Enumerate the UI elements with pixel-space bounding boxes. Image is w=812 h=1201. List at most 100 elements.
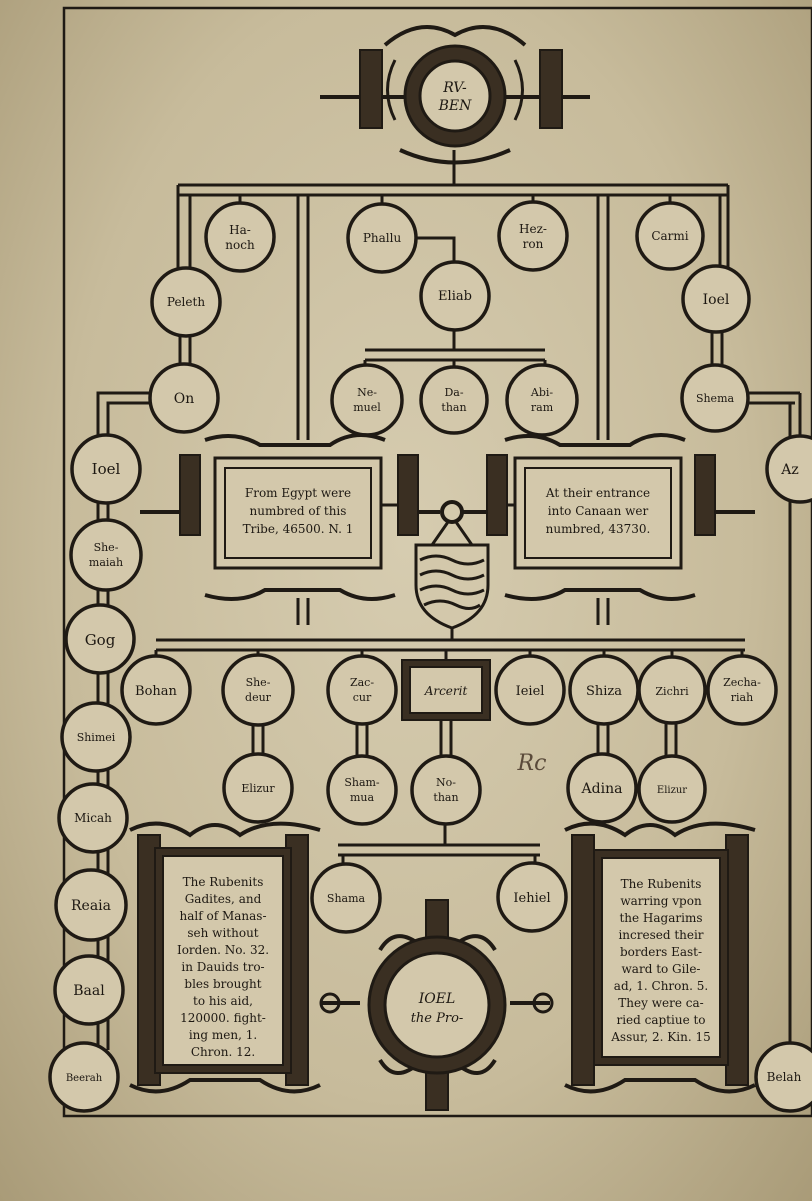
left-chain-label: Ioel bbox=[92, 460, 121, 478]
row3-label: Elizur bbox=[241, 782, 275, 795]
row2-label: cur bbox=[353, 691, 372, 704]
right-chain: Az Belah bbox=[754, 434, 812, 1113]
panel-left-line: in Dauids tro- bbox=[181, 960, 264, 974]
ruben-title-line1: RV- bbox=[442, 80, 467, 96]
panel-left-cartouche: The Rubenits Gadites, and half of Manas-… bbox=[129, 821, 321, 1094]
panel-left-line: 120000. fight- bbox=[180, 1011, 266, 1025]
row2-label: Bohan bbox=[135, 684, 178, 699]
panel-right-line: ward to Gile- bbox=[622, 962, 701, 976]
left-chain-item: Reaia bbox=[54, 868, 128, 942]
row2-label: riah bbox=[731, 691, 753, 704]
person-dathan-line1: Da- bbox=[444, 386, 463, 399]
left-chain-item: Micah bbox=[57, 782, 129, 854]
panel-right-line: ad, 1. Chron. 5. bbox=[614, 979, 708, 993]
son-hanoch-line2: noch bbox=[225, 238, 255, 252]
row2-item: Shiza bbox=[568, 654, 640, 726]
left-chain-item: Ioel bbox=[70, 433, 142, 505]
left-chain-label: Shimei bbox=[77, 731, 116, 744]
row3-label: mua bbox=[350, 791, 375, 804]
joel-prophet-line1: IOEL bbox=[418, 991, 456, 1007]
son-carmi-label: Carmi bbox=[651, 229, 688, 243]
left-chain-item: Baal bbox=[53, 954, 125, 1026]
panel-left-line: Chron. 12. bbox=[191, 1045, 255, 1059]
panel-left-line: Iorden. No. 32. bbox=[177, 943, 269, 957]
panel-left-line: seh without bbox=[187, 926, 258, 940]
person-dathan: Da- than bbox=[419, 365, 489, 435]
person-eliab: Eliab bbox=[419, 260, 491, 332]
person-dathan-line2: than bbox=[441, 401, 466, 414]
ruben-title-line2: BEN bbox=[438, 98, 473, 114]
panel-left-line: bles brought bbox=[184, 977, 261, 991]
row2-label: Zecha- bbox=[723, 676, 761, 689]
left-chain-label: Beerah bbox=[66, 1073, 103, 1084]
row3-item: Elizur bbox=[637, 754, 707, 824]
person-az: Az bbox=[765, 434, 812, 504]
panel-left-line: ing men, 1. bbox=[189, 1028, 257, 1042]
son-hanoch-line1: Ha- bbox=[229, 223, 251, 237]
panel-right-text: The Rubenits warring vpon the Hagarims i… bbox=[610, 877, 710, 1044]
person-ioel-right-label: Ioel bbox=[703, 292, 730, 308]
person-on: On bbox=[148, 362, 220, 434]
son-hezron-line1: Hez- bbox=[519, 222, 547, 236]
row2-label: Zac- bbox=[350, 676, 374, 689]
row3-label: No- bbox=[436, 776, 456, 789]
person-shama: Shama bbox=[310, 862, 382, 934]
row2-item: Zichri bbox=[637, 655, 707, 725]
row2-label: Zichri bbox=[655, 685, 689, 698]
census-right-line2: into Canaan wer bbox=[548, 504, 649, 518]
row3-item: Sham- mua bbox=[326, 754, 398, 826]
left-chain-item: She- maiah bbox=[69, 518, 143, 592]
panel-right-line: They were ca- bbox=[618, 996, 703, 1010]
person-shema: Shema bbox=[680, 363, 750, 433]
row2-item: Bohan bbox=[120, 654, 192, 726]
census-left-line3: Tribe, 46500. N. 1 bbox=[243, 522, 354, 536]
row2-label: Ieiel bbox=[516, 684, 545, 699]
person-belah-label: Belah bbox=[767, 1070, 802, 1084]
panel-right-line: borders East- bbox=[620, 945, 702, 959]
panel-left-line: half of Manas- bbox=[180, 909, 267, 923]
census-right-line3: numbred, 43730. bbox=[546, 522, 651, 536]
son-carmi: Carmi bbox=[635, 201, 705, 271]
person-iehiel-label: Iehiel bbox=[513, 891, 550, 906]
panel-right-line: ried captiue to bbox=[616, 1013, 705, 1027]
census-right-cartouche: At their entrance into Canaan wer numbre… bbox=[460, 433, 755, 601]
person-abiram-line2: ram bbox=[531, 401, 554, 414]
person-az-label: Az bbox=[780, 462, 799, 478]
row2-item: Ieiel bbox=[494, 654, 566, 726]
arcerit-label: Arcerit bbox=[424, 684, 468, 698]
panel-left-line: The Rubenits bbox=[183, 875, 264, 889]
left-chain-item: Beerah bbox=[48, 1041, 120, 1113]
row2: Bohan She- deur Zac- cur Arcerit Ieiel S… bbox=[120, 653, 778, 727]
person-nemuel-line1: Ne- bbox=[357, 386, 377, 399]
person-eliab-label: Eliab bbox=[438, 289, 472, 304]
row3-item: Adina bbox=[566, 752, 638, 824]
panel-right-cartouche: The Rubenits warring vpon the Hagarims i… bbox=[564, 821, 756, 1094]
margin-handwritten-note: Rc bbox=[517, 751, 547, 776]
arcerit-box: Arcerit bbox=[401, 659, 491, 721]
son-phallu-label: Phallu bbox=[363, 231, 402, 245]
census-left-line1: From Egypt were bbox=[245, 486, 351, 500]
person-nemuel-line2: muel bbox=[353, 401, 381, 414]
left-chain-label: Baal bbox=[73, 983, 105, 999]
row2-item: Zac- cur bbox=[326, 654, 398, 726]
joel-prophet-line2: the Pro- bbox=[411, 1011, 464, 1026]
panel-left-text: The Rubenits Gadites, and half of Manas-… bbox=[177, 875, 269, 1059]
row3-label: than bbox=[433, 791, 458, 804]
row2-item: She- deur bbox=[221, 653, 295, 727]
person-on-label: On bbox=[174, 391, 195, 407]
panel-right-line: Assur, 2. Kin. 15 bbox=[610, 1030, 710, 1044]
left-chain-label: She- bbox=[94, 541, 119, 554]
row2-label: deur bbox=[245, 691, 272, 704]
tribal-shield-icon bbox=[414, 500, 490, 630]
joel-prophet-medallion: IOEL the Pro- bbox=[319, 899, 554, 1111]
panel-right-line: incresed their bbox=[618, 928, 703, 942]
person-peleth-label: Peleth bbox=[167, 295, 205, 309]
row3-label: Adina bbox=[581, 781, 623, 797]
row3-item: Elizur bbox=[222, 752, 294, 824]
person-shema-label: Shema bbox=[696, 392, 735, 405]
person-iehiel: Iehiel bbox=[496, 861, 568, 933]
left-chain-item: Gog bbox=[64, 603, 136, 675]
panel-left-line: Gadites, and bbox=[185, 892, 262, 906]
connector-lines bbox=[96, 150, 802, 1050]
